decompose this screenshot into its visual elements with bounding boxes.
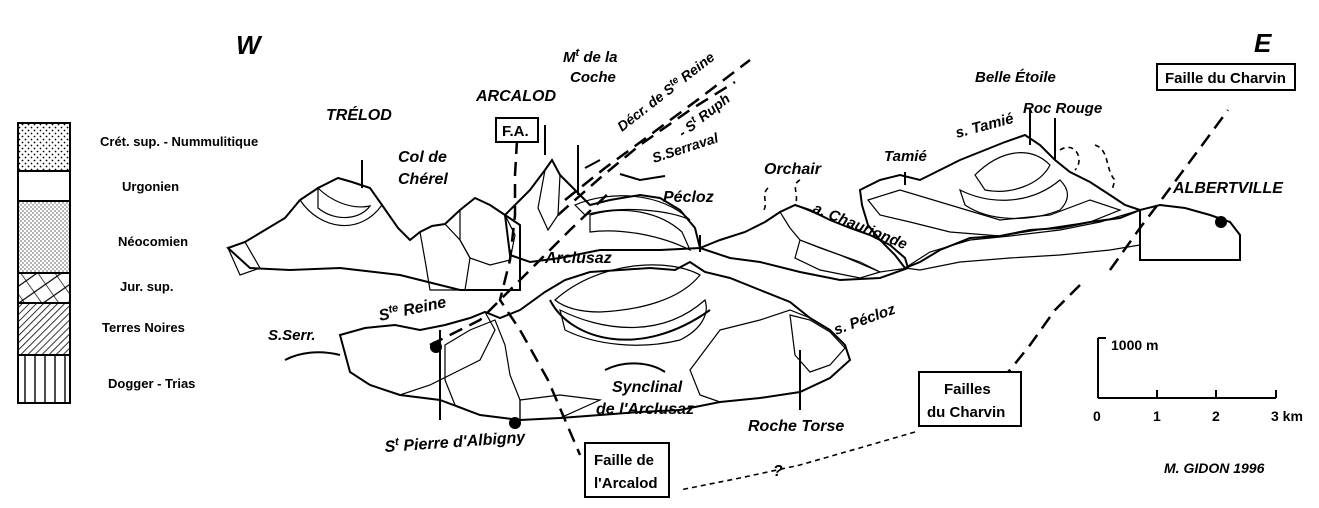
- legend: Crét. sup. - Nummulitique Urgonien Néoco…: [17, 122, 258, 404]
- legend-swatch-neocomien: [17, 200, 71, 274]
- credit: M. GIDON 1996: [1164, 460, 1265, 476]
- label-a-chaurionde: a. Chaurionde: [811, 200, 910, 253]
- scale-tick-2: 2: [1212, 408, 1220, 424]
- legend-label: Jur. sup.: [120, 279, 173, 294]
- fa-box: [495, 117, 539, 143]
- east-label: E: [1254, 28, 1272, 58]
- label-col-cherel-1: Col de: [398, 149, 447, 166]
- label-fa: F.A.: [502, 123, 529, 140]
- label-faille-charvin: Faille du Charvin: [1165, 70, 1286, 87]
- legend-label: Urgonien: [122, 179, 179, 194]
- legend-label: Dogger - Trias: [108, 376, 195, 391]
- label-ste-reine: Ste Reine: [377, 292, 448, 325]
- legend-swatch-jur-sup: [17, 272, 71, 304]
- place-labels: TRÉLOD Col de Chérel ARCALOD F.A. Mt de …: [268, 47, 1284, 480]
- legend-swatch-urgonien: [17, 170, 71, 202]
- faille-arcalod-trace: [498, 139, 582, 456]
- label-synclinal-2: de l'Arclusaz: [596, 401, 694, 418]
- legend-swatch-dogger-trias: [17, 354, 71, 404]
- st-pierre-dot: [509, 417, 521, 429]
- label-trelod: TRÉLOD: [326, 105, 392, 124]
- scale-height-label: 1000 m: [1111, 337, 1158, 353]
- label-question: ?: [773, 463, 783, 480]
- label-faille-arcalod-2: l'Arcalod: [594, 475, 658, 492]
- label-belle-etoile: Belle Étoile: [975, 69, 1056, 86]
- scale-tick-3: 3 km: [1271, 408, 1303, 424]
- legend-label: Crét. sup. - Nummulitique: [100, 134, 258, 149]
- st-ruph-fault: [564, 59, 751, 201]
- box-failles-charvin: [918, 371, 1022, 427]
- scale-tick-1: 1: [1153, 408, 1161, 424]
- label-mt-coche-2: Coche: [570, 69, 616, 86]
- label-pecloz: Pécloz: [663, 189, 714, 206]
- ste-reine-dot: [430, 341, 442, 353]
- west-label: W: [236, 30, 263, 60]
- legend-label: Néocomien: [118, 234, 188, 249]
- label-col-cherel-2: Chérel: [398, 171, 448, 188]
- label-st-pierre: St Pierre d'Albigny: [384, 427, 527, 456]
- front-range: [338, 260, 852, 422]
- legend-label: Terres Noires: [102, 320, 185, 335]
- label-s-tamie: s. Tamié: [954, 110, 1016, 142]
- legend-swatch-terres-noires: [17, 302, 71, 356]
- label-s-serr: S.Serr.: [268, 327, 316, 344]
- scale-bar: 1000 m 0 1 2 3 km: [1093, 337, 1303, 424]
- albertville-dot: [1215, 216, 1227, 228]
- label-roche-torse: Roche Torse: [748, 418, 844, 435]
- label-tamie: Tamié: [884, 148, 927, 165]
- label-synclinal-1: Synclinal: [612, 379, 683, 396]
- faults: [284, 59, 1230, 491]
- label-arclusaz: Arclusaz: [544, 250, 612, 267]
- label-roc-rouge: Roc Rouge: [1023, 100, 1102, 117]
- label-mt-coche-1: Mt de la: [563, 47, 618, 66]
- boxed-labels: Faille du Charvin Failles du Charvin Fai…: [584, 63, 1296, 498]
- label-failles-charvin-2: du Charvin: [927, 404, 1005, 421]
- label-faille-arcalod-1: Faille de: [594, 452, 654, 469]
- box-faille-arcalod: [584, 442, 670, 498]
- legend-swatch-cret-sup: [17, 122, 71, 172]
- back-range: [226, 108, 1241, 291]
- label-orchair: Orchair: [764, 161, 822, 178]
- scale-tick-0: 0: [1093, 408, 1101, 424]
- label-albertville: ALBERTVILLE: [1172, 180, 1284, 197]
- decrochement-ste-reine: [429, 189, 613, 347]
- label-arcalod: ARCALOD: [475, 88, 556, 105]
- label-failles-charvin-1: Failles: [944, 381, 991, 398]
- faille-hidden-trace: [679, 431, 916, 491]
- decr-ste-reine-upper: [557, 80, 736, 216]
- faille-charvin-upper: [1108, 109, 1230, 271]
- box-faille-charvin: [1156, 63, 1296, 91]
- label-s-pecloz: s. Pécloz: [832, 301, 899, 339]
